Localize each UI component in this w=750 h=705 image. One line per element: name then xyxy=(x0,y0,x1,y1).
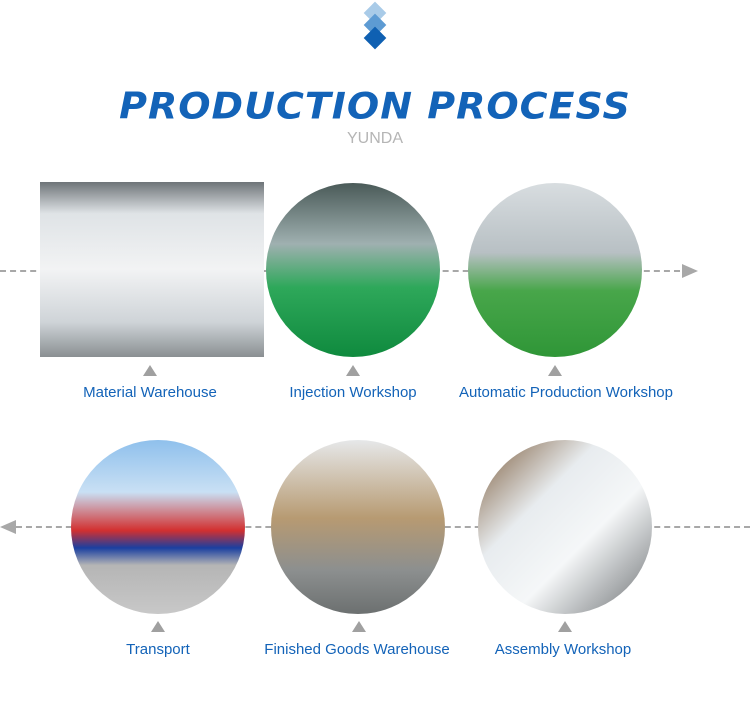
page-subtitle: YUNDA xyxy=(346,130,403,147)
transport-photo xyxy=(71,440,245,614)
step-label-injection-workshop: Injection Workshop xyxy=(289,384,417,401)
assembly-workshop-photo xyxy=(478,440,652,614)
triangle-up-icon xyxy=(346,365,360,376)
triangle-up-icon xyxy=(151,621,165,632)
step-label-transport: Transport xyxy=(126,641,190,658)
material-warehouse-photo xyxy=(40,182,264,357)
step-label-assembly-workshop: Assembly Workshop xyxy=(494,641,632,658)
triangle-up-icon xyxy=(558,621,572,632)
arrow-left-icon xyxy=(0,520,16,534)
diamond-icon xyxy=(363,26,387,50)
triangle-up-icon xyxy=(143,365,157,376)
step-label-automatic-production: Automatic Production Workshop xyxy=(459,384,673,401)
arrow-right-icon xyxy=(682,264,698,278)
triangle-up-icon xyxy=(352,621,366,632)
step-label-material-warehouse: Material Warehouse xyxy=(83,384,217,401)
step-label-finished-goods: Finished Goods Warehouse xyxy=(264,641,450,658)
triangle-up-icon xyxy=(548,365,562,376)
automatic-production-photo xyxy=(468,183,642,357)
injection-workshop-photo xyxy=(266,183,440,357)
page-title: PRODUCTION PROCESS xyxy=(119,85,631,127)
finished-goods-photo xyxy=(271,440,445,614)
